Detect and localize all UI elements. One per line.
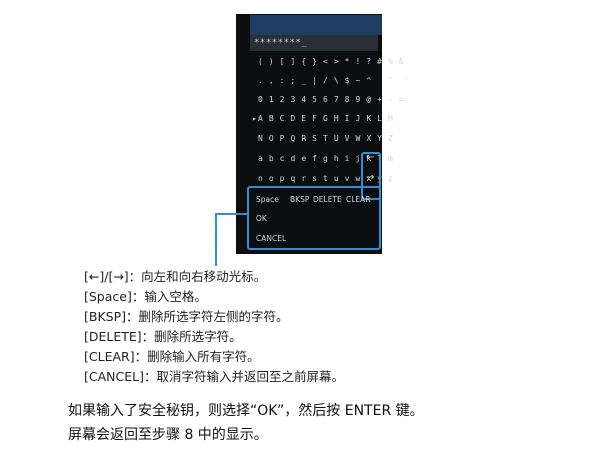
edit-keys-highlight xyxy=(247,186,381,250)
space-key[interactable]: Space xyxy=(256,195,279,204)
keyboard-row-symbols[interactable]: ( ) [ ] { } < > * ! ? # % & xyxy=(258,57,405,66)
description-space: [Space]：输入空格。 xyxy=(84,289,207,304)
clear-key[interactable]: CLEAR xyxy=(346,195,371,204)
right-arrow-key[interactable]: → xyxy=(366,172,375,183)
cancel-key[interactable]: CANCEL xyxy=(256,234,287,243)
screen-title-bar xyxy=(250,15,382,35)
delete-key[interactable]: DELETE xyxy=(313,195,342,204)
keyboard-row-punctuation[interactable]: . , : ; _ | / \ $ ~ ^ " ' xyxy=(258,76,410,85)
cursor-marker: ▸ xyxy=(252,114,258,123)
instruction-line-1: 如果输入了安全秘钥，则选择“OK”，然后按 ENTER 键。 xyxy=(68,403,424,419)
description-cancel: [CANCEL]：取消字符输入并返回至之前屏幕。 xyxy=(84,369,344,384)
bksp-key[interactable]: BKSP xyxy=(290,195,310,204)
description-delete: [DELETE]：删除所选字符。 xyxy=(84,329,242,344)
password-input[interactable]: ********_ xyxy=(250,35,378,51)
instruction-line-2: 屏幕会返回至步骤 8 中的显示。 xyxy=(68,427,268,443)
keyboard-row-upper-a-m[interactable]: A B C D E F G H I J K L M xyxy=(258,114,394,123)
ok-key[interactable]: OK xyxy=(256,214,267,223)
description-bksp: [BKSP]：删除所选字符左侧的字符。 xyxy=(84,309,289,324)
callout-line-horizontal xyxy=(215,213,248,215)
left-arrow-key[interactable]: ← xyxy=(366,152,375,163)
keyboard-screen: ********_ ( ) [ ] { } < > * ! ? # % & . … xyxy=(236,14,409,254)
keyboard-row-lower-n-z[interactable]: n o p q r s t u v w x y z xyxy=(258,174,394,183)
arrow-keys-highlight xyxy=(361,152,381,200)
keyboard-row-upper-n-z[interactable]: N O P Q R S T U V W X Y Z xyxy=(258,134,394,143)
description-clear: [CLEAR]：删除输入所有字符。 xyxy=(84,349,260,364)
callout-line-vertical xyxy=(215,213,217,266)
keyboard-row-digits[interactable]: 0 1 2 3 4 5 6 7 8 9 @ + - = xyxy=(258,95,405,104)
description-arrows: [←]/[→]：向左和向右移动光标。 xyxy=(84,269,267,284)
